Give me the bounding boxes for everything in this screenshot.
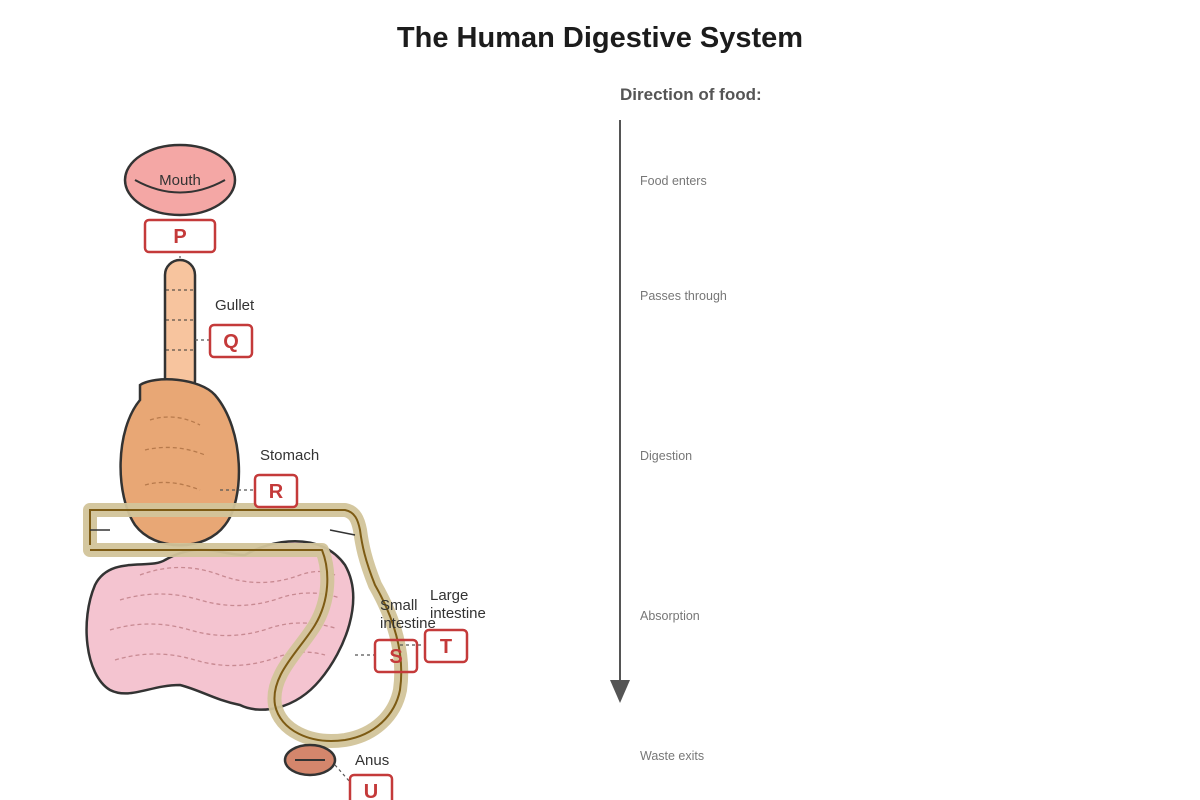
label-box-p-text: P (173, 226, 186, 248)
step-passes-through: Passes through (640, 289, 727, 303)
anus: Anus (283, 743, 389, 777)
mouth: Mouth (123, 143, 237, 217)
direction-title: Direction of food: (620, 85, 762, 104)
page-title: The Human Digestive System (396, 22, 804, 54)
small-intestine-label: Small intestine (380, 597, 436, 632)
step-food-enters: Food enters (640, 174, 707, 188)
large-intestine-label: Large intestine (430, 587, 486, 622)
label-box-u-text: U (364, 781, 378, 800)
step-waste-exits: Waste exits (640, 749, 704, 763)
label-box-r[interactable]: R (253, 473, 299, 509)
gullet-label: Gullet (215, 297, 255, 314)
large-intestine (83, 503, 409, 748)
label-box-p[interactable]: P (143, 218, 217, 254)
label-box-r-text: R (269, 481, 284, 503)
stomach-label: Stomach (260, 447, 319, 464)
direction-panel: Direction of food: Food enters Passes th… (610, 85, 762, 763)
mouth-label: Mouth (159, 172, 201, 189)
anus-label: Anus (355, 752, 389, 769)
stomach: Stomach (119, 378, 319, 547)
label-box-t-text: T (440, 636, 452, 658)
step-absorption: Absorption (640, 609, 700, 623)
step-digestion: Digestion (640, 449, 692, 463)
label-box-q[interactable]: Q (208, 323, 254, 359)
down-arrow-icon (610, 680, 630, 703)
label-box-s[interactable]: S (373, 638, 419, 674)
label-box-q-text: Q (223, 331, 239, 353)
label-box-s-text: S (389, 646, 402, 668)
label-box-t[interactable]: T (423, 628, 469, 664)
label-box-u[interactable]: U (348, 773, 394, 800)
